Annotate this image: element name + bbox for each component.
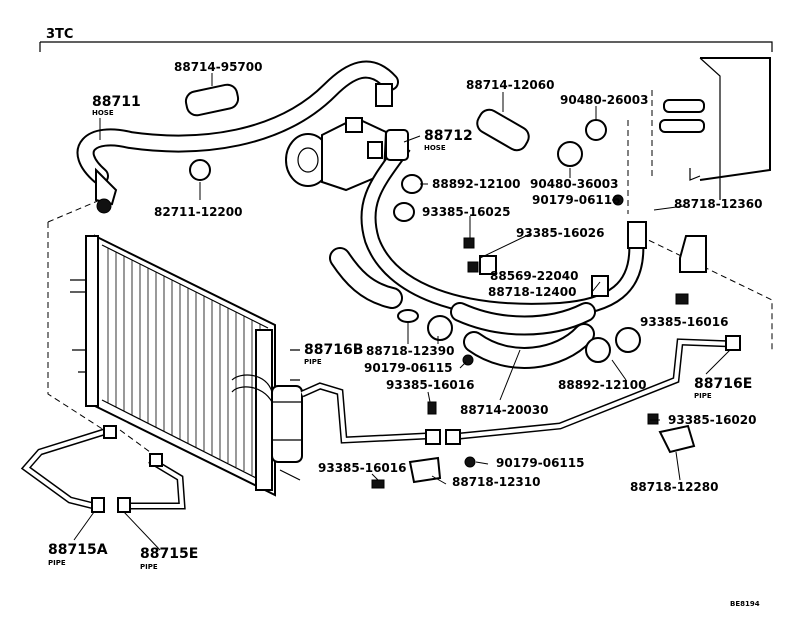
part-number-label: 88712	[424, 128, 473, 144]
receiver-drier-drawing	[231, 374, 303, 463]
part-number-label: 93385-16025	[422, 205, 510, 219]
reference-lines	[47, 199, 151, 453]
part-number-label: 88892-12100	[432, 177, 520, 191]
part-number-label: 93385-16026	[516, 226, 604, 240]
part-number-label: 90480-36003	[530, 177, 618, 191]
part-number-label: 88716B	[304, 342, 363, 358]
condenser-drawing	[70, 234, 301, 497]
part-number-label: 88718-12390	[366, 344, 454, 358]
pipe-88715-drawing	[20, 425, 186, 513]
pipe-88716-drawing	[300, 335, 741, 445]
part-number-label: 88892-12100	[558, 378, 646, 392]
part-note-label: HOSE	[92, 109, 114, 117]
hose-88712-drawing	[360, 129, 647, 319]
part-number-label: 88718-12360	[674, 197, 762, 211]
part-number-label: 93385-16016	[318, 461, 406, 475]
insulator-sleeves-drawing	[184, 83, 596, 369]
part-number-label: 88715E	[140, 546, 198, 562]
part-number-label: 88714-95700	[174, 60, 262, 74]
part-number-label: 90179-06115	[364, 361, 452, 375]
section-title: 3TC	[46, 27, 73, 42]
part-note-label: PIPE	[140, 563, 158, 571]
hose-88711-drawing	[76, 60, 399, 206]
part-number-label: 93385-16016	[386, 378, 474, 392]
evaporator-housing-drawing	[627, 57, 773, 350]
part-number-label: 88718-12400	[488, 285, 576, 299]
part-number-label: 93385-16020	[668, 413, 756, 427]
section-frame	[39, 41, 773, 52]
part-note-label: PIPE	[48, 559, 66, 567]
part-number-label: 82711-12200	[154, 205, 242, 219]
part-number-label: 88569-22040	[490, 269, 578, 283]
part-number-label: 90480-26003	[560, 93, 648, 107]
part-number-label: 90179-06116	[532, 193, 620, 207]
part-number-label: 88714-20030	[460, 403, 548, 417]
part-number-label: 88716E	[694, 376, 752, 392]
part-number-label: 88714-12060	[466, 78, 554, 92]
part-note-label: PIPE	[304, 358, 322, 366]
grommets-drawing	[189, 119, 707, 484]
part-number-label: 90179-06115	[496, 456, 584, 470]
part-number-label: 93385-16016	[640, 315, 728, 329]
part-note-label: PIPE	[694, 392, 712, 400]
part-note-label: HOSE	[424, 144, 446, 152]
leader-lines	[73, 73, 731, 551]
compressor-drawing	[285, 116, 388, 192]
part-number-label: 88718-12310	[452, 475, 540, 489]
part-number-label: 88711	[92, 94, 141, 110]
part-number-label: 88715A	[48, 542, 108, 558]
figure-code: BE8194	[730, 600, 760, 608]
part-number-label: 88718-12280	[630, 480, 718, 494]
